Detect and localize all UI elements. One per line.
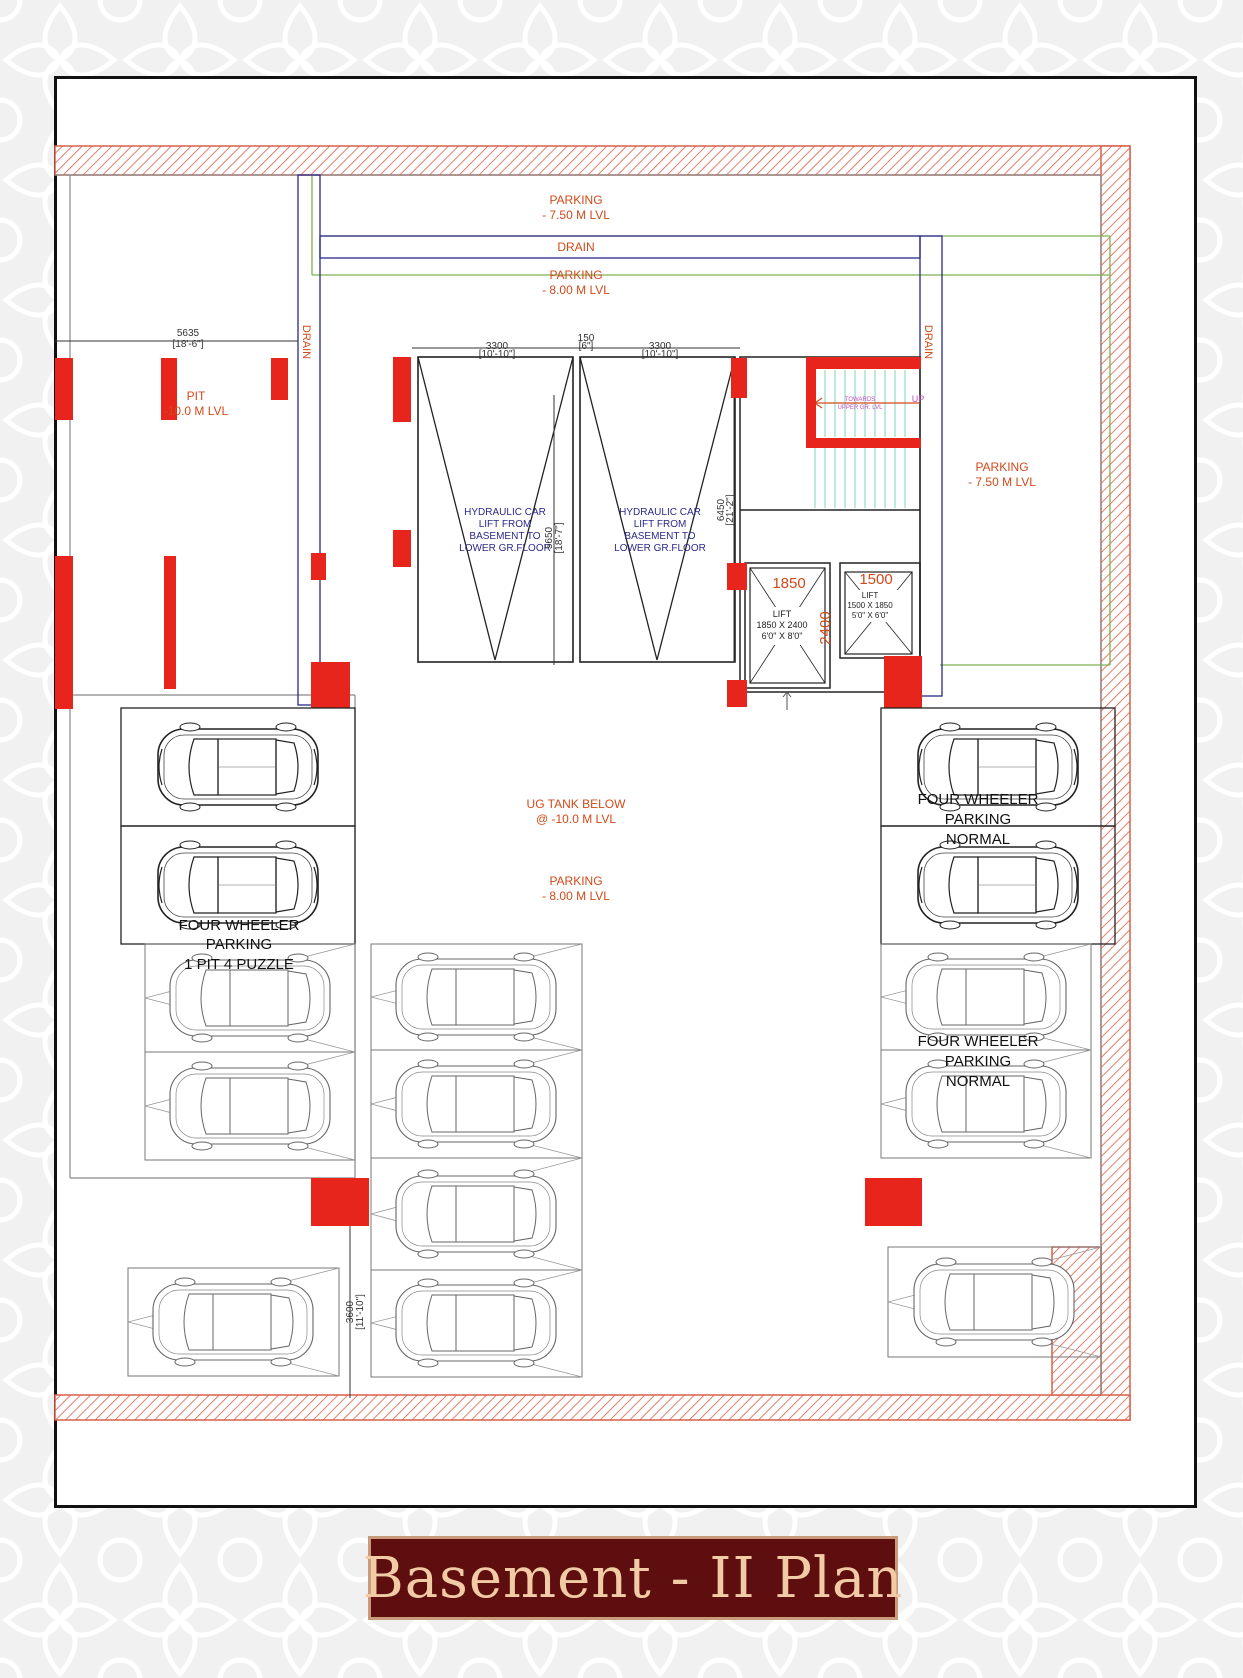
normal-parking-1-line-1: FOUR WHEELER [918, 791, 1039, 808]
stair-towards-line-1: TOWARDS [845, 397, 875, 403]
normal-parking-1-line-3: NORMAL [946, 831, 1010, 848]
plan-title: Basement - II Plan [362, 1545, 904, 1611]
parking-center-line-2: - 8.00 M LVL [542, 889, 610, 903]
dimension-3600: 3600 [11'-10"] [345, 1226, 366, 1398]
passenger-lift-1: 1850 2400 LIFT 1850 X 2400 6'0" X 8'0" [749, 567, 834, 710]
dim-150-imperial: [6"] [579, 341, 594, 352]
lift1-line-2: 1850 X 2400 [756, 620, 807, 630]
dimension-top: 3300 [10'-10"] 150 [6"] 3300 [10'-10"] [412, 333, 740, 360]
lift1-width-dim: 1850 [772, 575, 805, 592]
title-plate: Basement - II Plan [363, 1536, 902, 1620]
hyd-lift-2-line-4: LOWER GR.FLOOR [614, 543, 706, 554]
pit-line-2: -10.0 M LVL [164, 404, 229, 418]
drains [297, 174, 943, 706]
hyd-lift-1-line-4: LOWER GR.FLOOR [459, 543, 551, 554]
drain-right-label: DRAIN [922, 325, 934, 359]
dim-3300a-imperial: [10'-10"] [479, 349, 516, 360]
parking-top2-line-1: PARKING [549, 268, 602, 282]
parking-top-line-2: - 7.50 M LVL [542, 208, 610, 222]
hyd-lift-2-line-1: HYDRAULIC CAR [619, 507, 701, 518]
parking-top-line-1: PARKING [549, 193, 602, 207]
parking-center-line-1: PARKING [549, 874, 602, 888]
dim-3600-imperial: [11'-10"] [355, 1294, 366, 1330]
lift1-height-dim: 2400 [817, 611, 834, 644]
dim-6450-value: 6450 [716, 498, 727, 521]
ug-tank-line-1: UG TANK BELOW [527, 797, 627, 811]
parking-type-labels: FOUR WHEELER PARKING 1 PIT 4 PUZZLE FOUR… [179, 791, 1039, 1090]
hyd-lift-1-line-3: BASEMENT TO [469, 531, 540, 542]
stair-arrow: TOWARDS UPPER GR. LVL UP [813, 394, 925, 411]
parking-top2-line-2: - 8.00 M LVL [542, 283, 610, 297]
hyd-lift-1-line-1: HYDRAULIC CAR [464, 507, 546, 518]
passenger-lift-2: 1500 LIFT 1500 X 1850 5'0" X 6'0" [844, 571, 913, 655]
lift2-width-dim: 1500 [859, 571, 892, 588]
retaining-wall [54, 145, 1131, 1421]
parking-right-line-1: PARKING [975, 460, 1028, 474]
hyd-lift-1-line-2: LIFT FROM [479, 519, 532, 530]
drain-horizontal-label: DRAIN [557, 240, 594, 254]
stair-up-label: UP [912, 394, 925, 404]
normal-parking-2-line-2: PARKING [945, 1053, 1011, 1070]
plan-labels: PARKING - 7.50 M LVL DRAIN PARKING - 8.0… [164, 193, 1036, 903]
dimension-5650: 5650 [18'-7"] [544, 395, 565, 665]
drain-left-label: DRAIN [300, 325, 312, 359]
normal-parking-2-line-3: NORMAL [946, 1073, 1010, 1090]
lift2-line-2: 1500 X 1850 [847, 601, 893, 610]
lift1-line-1: LIFT [773, 609, 792, 619]
dim-3300b-imperial: [10'-10"] [642, 349, 679, 360]
dim-3600-value: 3600 [345, 1300, 356, 1323]
dim-5635-value: 5635 [177, 328, 200, 339]
normal-parking-1-line-2: PARKING [945, 811, 1011, 828]
lift2-line-1: LIFT [862, 591, 879, 600]
lift2-line-3: 5'0" X 6'0" [852, 611, 888, 620]
puzzle-parking-line-3: 1 PIT 4 PUZZLE [184, 956, 294, 973]
dim-3300a-value: 3300 [486, 341, 509, 352]
hydraulic-lift-2: HYDRAULIC CAR LIFT FROM BASEMENT TO LOWE… [579, 356, 736, 663]
dim-5650-value: 5650 [544, 526, 555, 549]
hyd-lift-2-line-2: LIFT FROM [634, 519, 687, 530]
dim-5650-imperial: [18'-7"] [554, 522, 565, 553]
stair-towards-line-2: UPPER GR. LVL [838, 405, 884, 411]
dimension-6450: 6450 [21'-2"] [716, 357, 736, 662]
dimension-5635: 5635 [18'-6"] [55, 328, 298, 350]
lift1-line-3: 6'0" X 8'0" [762, 631, 803, 641]
puzzle-parking-line-1: FOUR WHEELER [179, 917, 300, 934]
normal-parking-2-line-1: FOUR WHEELER [918, 1033, 1039, 1050]
pit-line-1: PIT [187, 389, 206, 403]
puzzle-parking-line-2: PARKING [206, 936, 272, 953]
dim-6450-imperial: [21'-2"] [725, 494, 736, 525]
structural-columns [55, 357, 922, 1226]
dim-150-value: 150 [578, 333, 595, 344]
hydraulic-lift-1: HYDRAULIC CAR LIFT FROM BASEMENT TO LOWE… [417, 356, 574, 663]
floor-plan: 5635 [18'-6"] HYDRAULIC CAR LIFT FROM BA… [54, 145, 1131, 1421]
parking-right-line-2: - 7.50 M LVL [968, 475, 1036, 489]
dim-5635-imperial: [18'-6"] [172, 339, 203, 350]
ug-tank-line-2: @ -10.0 M LVL [536, 812, 616, 826]
hyd-lift-2-line-3: BASEMENT TO [624, 531, 695, 542]
dim-3300b-value: 3300 [649, 341, 672, 352]
